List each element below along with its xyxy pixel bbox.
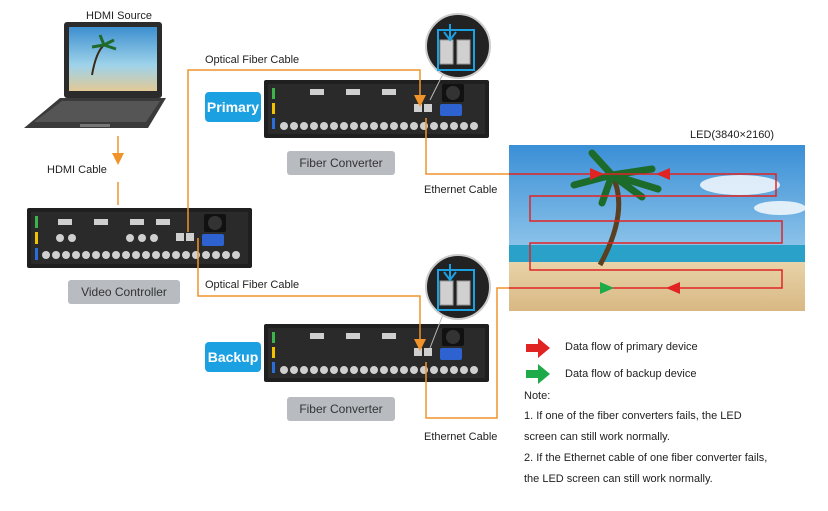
led-screen	[509, 145, 806, 311]
backup-tag: Backup	[205, 342, 261, 372]
ethernet-cable-bottom-label: Ethernet Cable	[424, 431, 498, 443]
fiber-converter-bottom-ports	[280, 333, 478, 374]
fiber-converter-bottom-label: Fiber Converter	[287, 397, 395, 421]
legend-primary-label: Data flow of primary device	[565, 341, 698, 353]
fiber-converter-top-ports	[280, 89, 478, 130]
hdmi-source-label: HDMI Source	[86, 10, 153, 22]
note-title: Note:	[524, 390, 551, 402]
video-controller-label: Video Controller	[68, 280, 180, 304]
primary-tag: Primary	[205, 92, 261, 122]
led-flow-arrows	[590, 168, 680, 294]
fiber-port-zoom-top-icon	[425, 13, 491, 101]
legend-primary-arrow-icon	[526, 338, 550, 358]
note-line-3: 2. If the Ethernet cable of one fiber co…	[524, 452, 768, 464]
ethernet-cable-top-line	[425, 118, 509, 175]
led-data-path-primary	[509, 173, 783, 289]
led-resolution-label: LED(3840×2160)	[690, 129, 775, 141]
optical-fiber-cable-bottom-label: Optical Fiber Cable	[205, 279, 300, 291]
hdmi-cable-label: HDMI Cable	[47, 164, 107, 176]
note-line-2: screen can still work normally.	[524, 431, 670, 443]
ethernet-cable-bottom-line	[425, 287, 509, 419]
note-line-4: the LED screen can still work normally.	[524, 473, 713, 485]
ethernet-cable-top-label: Ethernet Cable	[424, 184, 498, 196]
legend-backup-arrow-icon	[526, 364, 550, 384]
optical-fiber-cable-top-line	[187, 69, 426, 232]
note-line-1: 1. If one of the fiber converters fails,…	[524, 410, 742, 422]
fiber-converter-top-label: Fiber Converter	[287, 151, 395, 175]
optical-fiber-cable-bottom-line	[197, 238, 426, 351]
optical-fiber-cable-top-label: Optical Fiber Cable	[205, 54, 300, 66]
legend-backup-label: Data flow of backup device	[565, 368, 697, 380]
fiber-port-zoom-bottom-icon	[425, 254, 491, 349]
laptop-icon	[24, 22, 166, 128]
